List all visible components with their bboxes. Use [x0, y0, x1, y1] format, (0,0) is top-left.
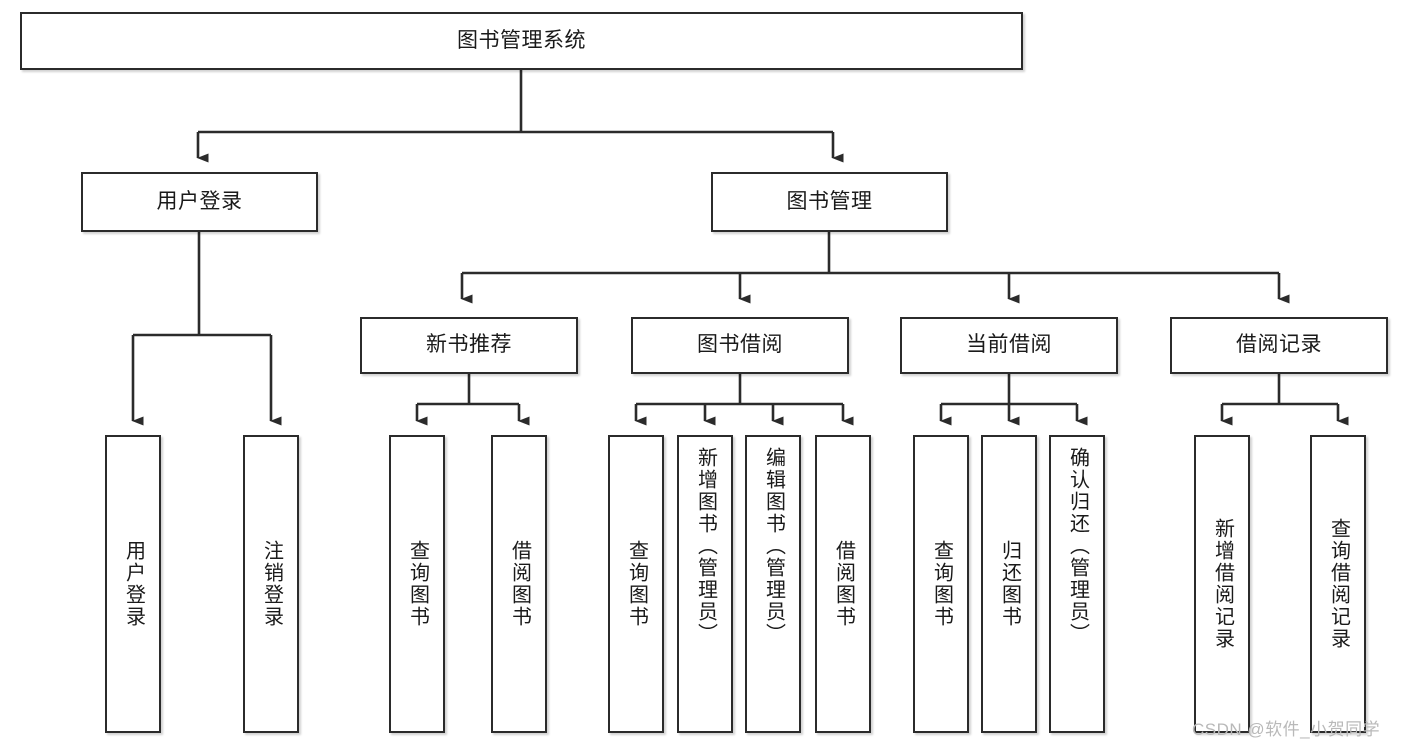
node-leaf-query-book-2[interactable]: 查询图书	[608, 435, 664, 733]
node-leaf-edit-book[interactable]: 编辑图书（管理员）	[745, 435, 801, 733]
node-leaf-query-record-label: 查询借阅记录	[1327, 518, 1350, 650]
node-leaf-query-record[interactable]: 查询借阅记录	[1310, 435, 1366, 733]
node-leaf-borrow-book-2[interactable]: 借阅图书	[815, 435, 871, 733]
watermark-text: CSDN @软件_小贺同学	[1192, 720, 1381, 739]
node-leaf-confirm-return[interactable]: 确认归还（管理员）	[1049, 435, 1105, 733]
node-leaf-user-logout-label: 注销登录	[260, 540, 283, 628]
node-leaf-query-book-2-label: 查询图书	[625, 540, 648, 628]
node-book-borrow[interactable]: 图书借阅	[631, 317, 849, 374]
node-leaf-user-login-label: 用户登录	[122, 540, 145, 628]
node-new-book-rec-label: 新书推荐	[426, 333, 512, 357]
node-leaf-return-book[interactable]: 归还图书	[981, 435, 1037, 733]
node-book-manage-label: 图书管理	[786, 189, 873, 213]
node-current-borrow[interactable]: 当前借阅	[900, 317, 1118, 374]
node-leaf-add-record-label: 新增借阅记录	[1211, 518, 1234, 650]
node-current-borrow-label: 当前借阅	[966, 333, 1052, 357]
node-leaf-add-book-label: 新增图书（管理员）	[694, 447, 717, 645]
node-root[interactable]: 图书管理系统	[20, 12, 1023, 70]
node-root-label: 图书管理系统	[457, 28, 586, 52]
node-leaf-query-book-3[interactable]: 查询图书	[913, 435, 969, 733]
node-leaf-user-login[interactable]: 用户登录	[105, 435, 161, 733]
node-leaf-confirm-return-label: 确认归还（管理员）	[1066, 447, 1089, 645]
node-book-borrow-label: 图书借阅	[697, 333, 783, 357]
node-leaf-borrow-book-1-label: 借阅图书	[508, 540, 531, 628]
node-user-login-label: 用户登录	[156, 189, 243, 213]
node-borrow-record[interactable]: 借阅记录	[1170, 317, 1388, 374]
node-leaf-borrow-book-2-label: 借阅图书	[832, 540, 855, 628]
node-leaf-query-book-1[interactable]: 查询图书	[389, 435, 445, 733]
node-book-manage[interactable]: 图书管理	[711, 172, 948, 232]
node-new-book-rec[interactable]: 新书推荐	[360, 317, 578, 374]
node-leaf-user-logout[interactable]: 注销登录	[243, 435, 299, 733]
node-leaf-return-book-label: 归还图书	[998, 540, 1021, 628]
node-leaf-borrow-book-1[interactable]: 借阅图书	[491, 435, 547, 733]
node-borrow-record-label: 借阅记录	[1236, 333, 1322, 357]
node-leaf-edit-book-label: 编辑图书（管理员）	[762, 447, 785, 645]
node-leaf-query-book-1-label: 查询图书	[406, 540, 429, 628]
node-leaf-add-record[interactable]: 新增借阅记录	[1194, 435, 1250, 733]
node-leaf-query-book-3-label: 查询图书	[930, 540, 953, 628]
node-leaf-add-book[interactable]: 新增图书（管理员）	[677, 435, 733, 733]
node-user-login[interactable]: 用户登录	[81, 172, 318, 232]
